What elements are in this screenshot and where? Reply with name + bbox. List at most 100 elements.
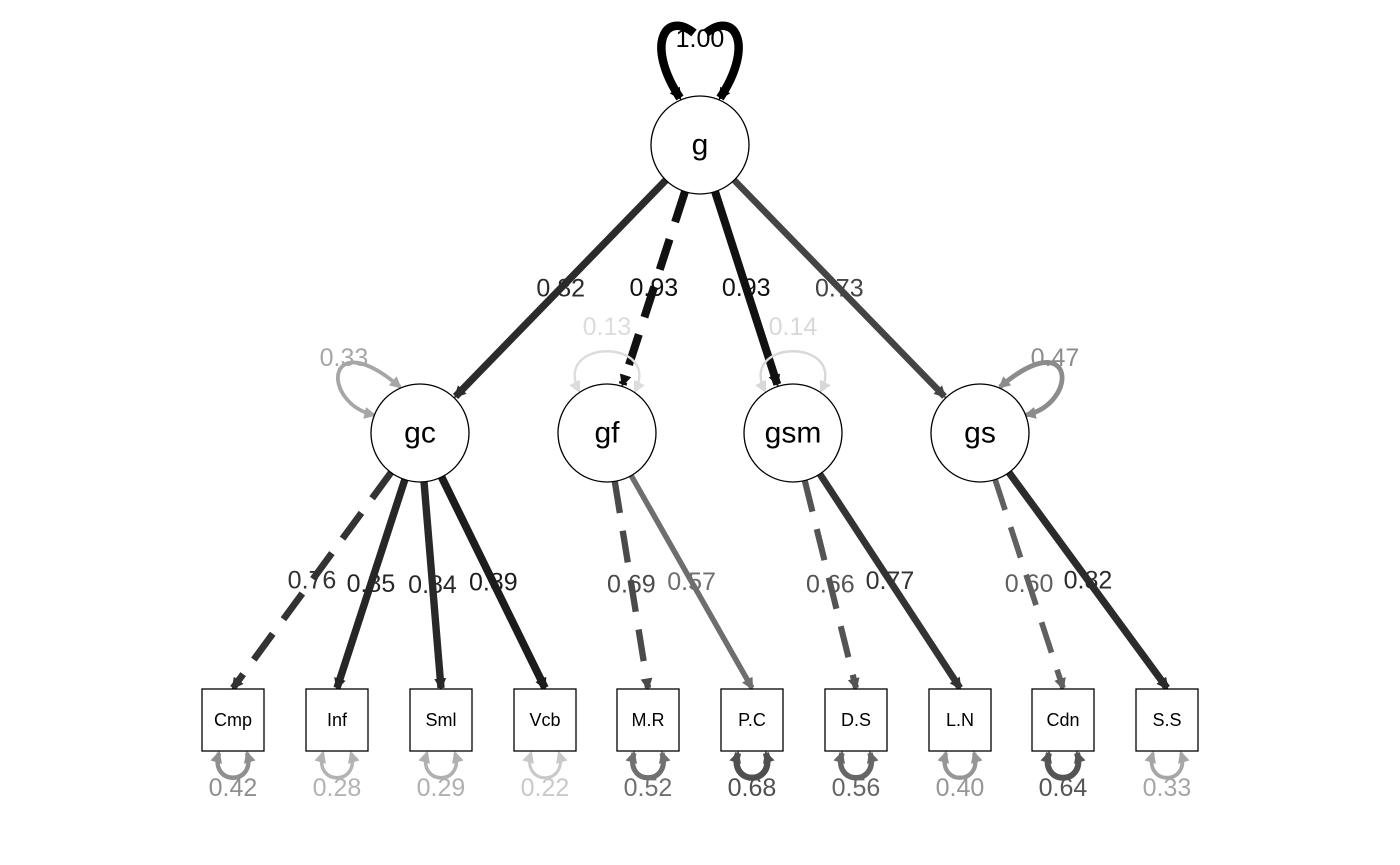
- variance-loop-gc: [336, 360, 402, 419]
- indicator-node-sml: Sml: [409, 688, 473, 752]
- residual-label-s-s: 0.33: [1143, 774, 1192, 802]
- edges-layer: [210, 21, 1190, 781]
- indicator-box-inf: [305, 688, 369, 752]
- residual-label-d-s: 0.56: [832, 774, 881, 802]
- indicator-node-cmp: Cmp: [201, 688, 265, 752]
- residual-label-sml: 0.29: [417, 774, 466, 802]
- path-coefficient-gc-vcb: 0.89: [469, 568, 518, 596]
- path-coefficient-gc-cmp: 0.76: [288, 566, 337, 594]
- indicator-label-cmp: Cmp: [214, 710, 252, 730]
- indicator-label-cdn: Cdn: [1046, 710, 1079, 730]
- indicator-label-m-r: M.R: [632, 710, 665, 730]
- residual-label-m-r: 0.52: [624, 774, 673, 802]
- residual-loop-p-c: [729, 750, 775, 781]
- indicator-node-l-n: L.N: [928, 688, 992, 752]
- path-gc-cmp: [230, 470, 394, 691]
- residual-label-l-n: 0.40: [936, 774, 985, 802]
- indicator-node-cdn: Cdn: [1031, 688, 1095, 752]
- path-coefficient-gc-inf: 0.85: [347, 570, 396, 598]
- latent-node-gc: gc: [370, 383, 470, 483]
- indicator-box-vcb: [513, 688, 577, 752]
- residual-loop-sml: [418, 750, 464, 780]
- residual-loop-l-n: [937, 750, 983, 780]
- indicator-node-vcb: Vcb: [513, 688, 577, 752]
- residual-loop-cdn: [1040, 750, 1086, 781]
- latent-node-gf: gf: [557, 383, 657, 483]
- latent-circle-gf: [557, 383, 657, 483]
- variance-label-gs: 0.47: [1031, 344, 1080, 372]
- path-g-gf: [618, 190, 689, 387]
- latent-circle-gc: [370, 383, 470, 483]
- indicator-node-m-r: M.R: [616, 688, 680, 752]
- latent-label-gs: gs: [964, 417, 996, 450]
- residual-loop-s-s: [1144, 750, 1190, 780]
- residual-loop-inf: [314, 750, 360, 780]
- latent-node-gsm: gsm: [743, 383, 843, 483]
- indicator-label-p-c: P.C: [738, 710, 766, 730]
- indicator-box-cmp: [201, 688, 265, 752]
- residual-loop-vcb: [522, 750, 568, 780]
- path-gs-s-s: [1006, 470, 1170, 691]
- variance-label-gf: 0.13: [583, 313, 632, 341]
- variance-loop-gsm: [755, 350, 831, 394]
- path-coefficient-gsm-d-s: 0.66: [806, 570, 855, 598]
- latent-label-g: g: [692, 129, 709, 162]
- latent-label-gf: gf: [594, 417, 620, 450]
- residual-label-cmp: 0.42: [209, 774, 258, 802]
- indicator-box-l-n: [928, 688, 992, 752]
- indicator-box-d-s: [824, 688, 888, 752]
- variance-loop-gs: [998, 360, 1065, 419]
- indicator-label-inf: Inf: [327, 710, 348, 730]
- variance-label-gc: 0.33: [320, 344, 369, 372]
- indicator-label-l-n: L.N: [946, 710, 974, 730]
- variance-label-g: 1.00: [676, 25, 725, 53]
- indicator-box-sml: [409, 688, 473, 752]
- indicator-box-p-c: [720, 688, 784, 752]
- latent-label-gsm: gsm: [765, 417, 822, 450]
- indicator-label-sml: Sml: [426, 710, 457, 730]
- indicator-label-d-s: D.S: [841, 710, 871, 730]
- variance-label-gsm: 0.14: [769, 313, 818, 341]
- residual-loop-cmp: [210, 750, 256, 780]
- path-gsm-l-n: [816, 472, 963, 691]
- residual-label-vcb: 0.22: [521, 774, 570, 802]
- indicator-box-cdn: [1031, 688, 1095, 752]
- path-gsm-d-s: [801, 479, 860, 691]
- latent-circle-g: [650, 95, 750, 195]
- indicator-node-s-s: S.S: [1135, 688, 1199, 752]
- variance-loop-g-right: [703, 21, 743, 101]
- residual-loop-d-s: [833, 750, 879, 781]
- residual-label-inf: 0.28: [313, 774, 362, 802]
- indicator-node-inf: Inf: [305, 688, 369, 752]
- path-coefficient-gc-sml: 0.84: [408, 571, 457, 599]
- indicator-node-d-s: D.S: [824, 688, 888, 752]
- path-coefficient-gf-p-c: 0.57: [667, 568, 716, 596]
- indicator-label-vcb: Vcb: [529, 710, 560, 730]
- path-coefficient-g-gf: 0.93: [629, 274, 678, 302]
- path-gf-m-r: [611, 480, 653, 691]
- residual-label-cdn: 0.64: [1039, 774, 1088, 802]
- indicator-node-p-c: P.C: [720, 688, 784, 752]
- variance-loop-gf: [569, 350, 645, 394]
- indicator-label-s-s: S.S: [1152, 710, 1181, 730]
- path-gs-cdn: [992, 478, 1066, 691]
- residual-label-p-c: 0.68: [728, 774, 777, 802]
- path-coefficient-gsm-l-n: 0.77: [866, 567, 915, 595]
- path-coefficient-g-gc: 0.82: [536, 274, 585, 302]
- path-coefficient-g-gsm: 0.93: [722, 274, 771, 302]
- residual-loop-m-r: [625, 750, 671, 781]
- path-gf-p-c: [628, 474, 755, 691]
- path-g-gc: [452, 177, 669, 399]
- latent-node-g: g: [650, 95, 750, 195]
- latent-label-gc: gc: [404, 417, 436, 450]
- path-coefficient-gs-cdn: 0.60: [1005, 570, 1054, 598]
- path-coefficient-gs-s-s: 0.82: [1064, 566, 1113, 594]
- path-g-gs: [731, 177, 947, 399]
- latent-circle-gs: [930, 383, 1030, 483]
- path-coefficient-g-gs: 0.73: [815, 274, 864, 302]
- path-gc-vcb: [438, 475, 549, 691]
- path-g-gsm: [711, 190, 782, 387]
- variance-loop-g-left: [657, 21, 697, 101]
